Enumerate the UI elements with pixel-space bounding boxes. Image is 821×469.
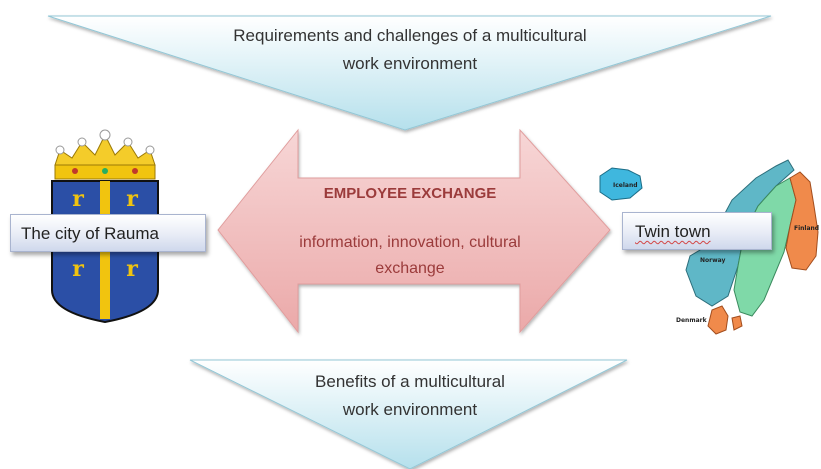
twin-town-label: Twin town [635, 222, 711, 241]
rauma-label: The city of Rauma [21, 224, 159, 243]
map-finland [785, 171, 819, 271]
svg-text:r: r [126, 256, 138, 282]
bottom-down-arrow [189, 359, 628, 469]
map-iceland [599, 167, 643, 201]
rauma-label-box: The city of Rauma [10, 214, 206, 252]
crown-icon [54, 129, 156, 180]
exchange-double-arrow [217, 128, 611, 334]
svg-text:r: r [72, 186, 84, 212]
bottom-arrow-text: Benefits of a multicultural work environ… [315, 372, 505, 419]
map-label-denmark: Denmark [676, 317, 708, 324]
top-down-arrow [47, 15, 772, 131]
map-label-iceland: Iceland [613, 182, 638, 189]
svg-text:r: r [72, 256, 84, 282]
map-label-finland: Finland [794, 225, 819, 232]
map-label-norway: Norway [700, 257, 726, 264]
twin-town-label-box: Twin town [622, 212, 772, 250]
exchange-title: EMPLOYEE EXCHANGE [323, 185, 497, 202]
svg-text:r: r [126, 186, 138, 212]
exchange-subtitle: information, innovation, cultural exchan… [299, 234, 521, 277]
map-denmark [707, 305, 743, 335]
top-arrow-text: Requirements and challenges of a multicu… [233, 26, 587, 73]
